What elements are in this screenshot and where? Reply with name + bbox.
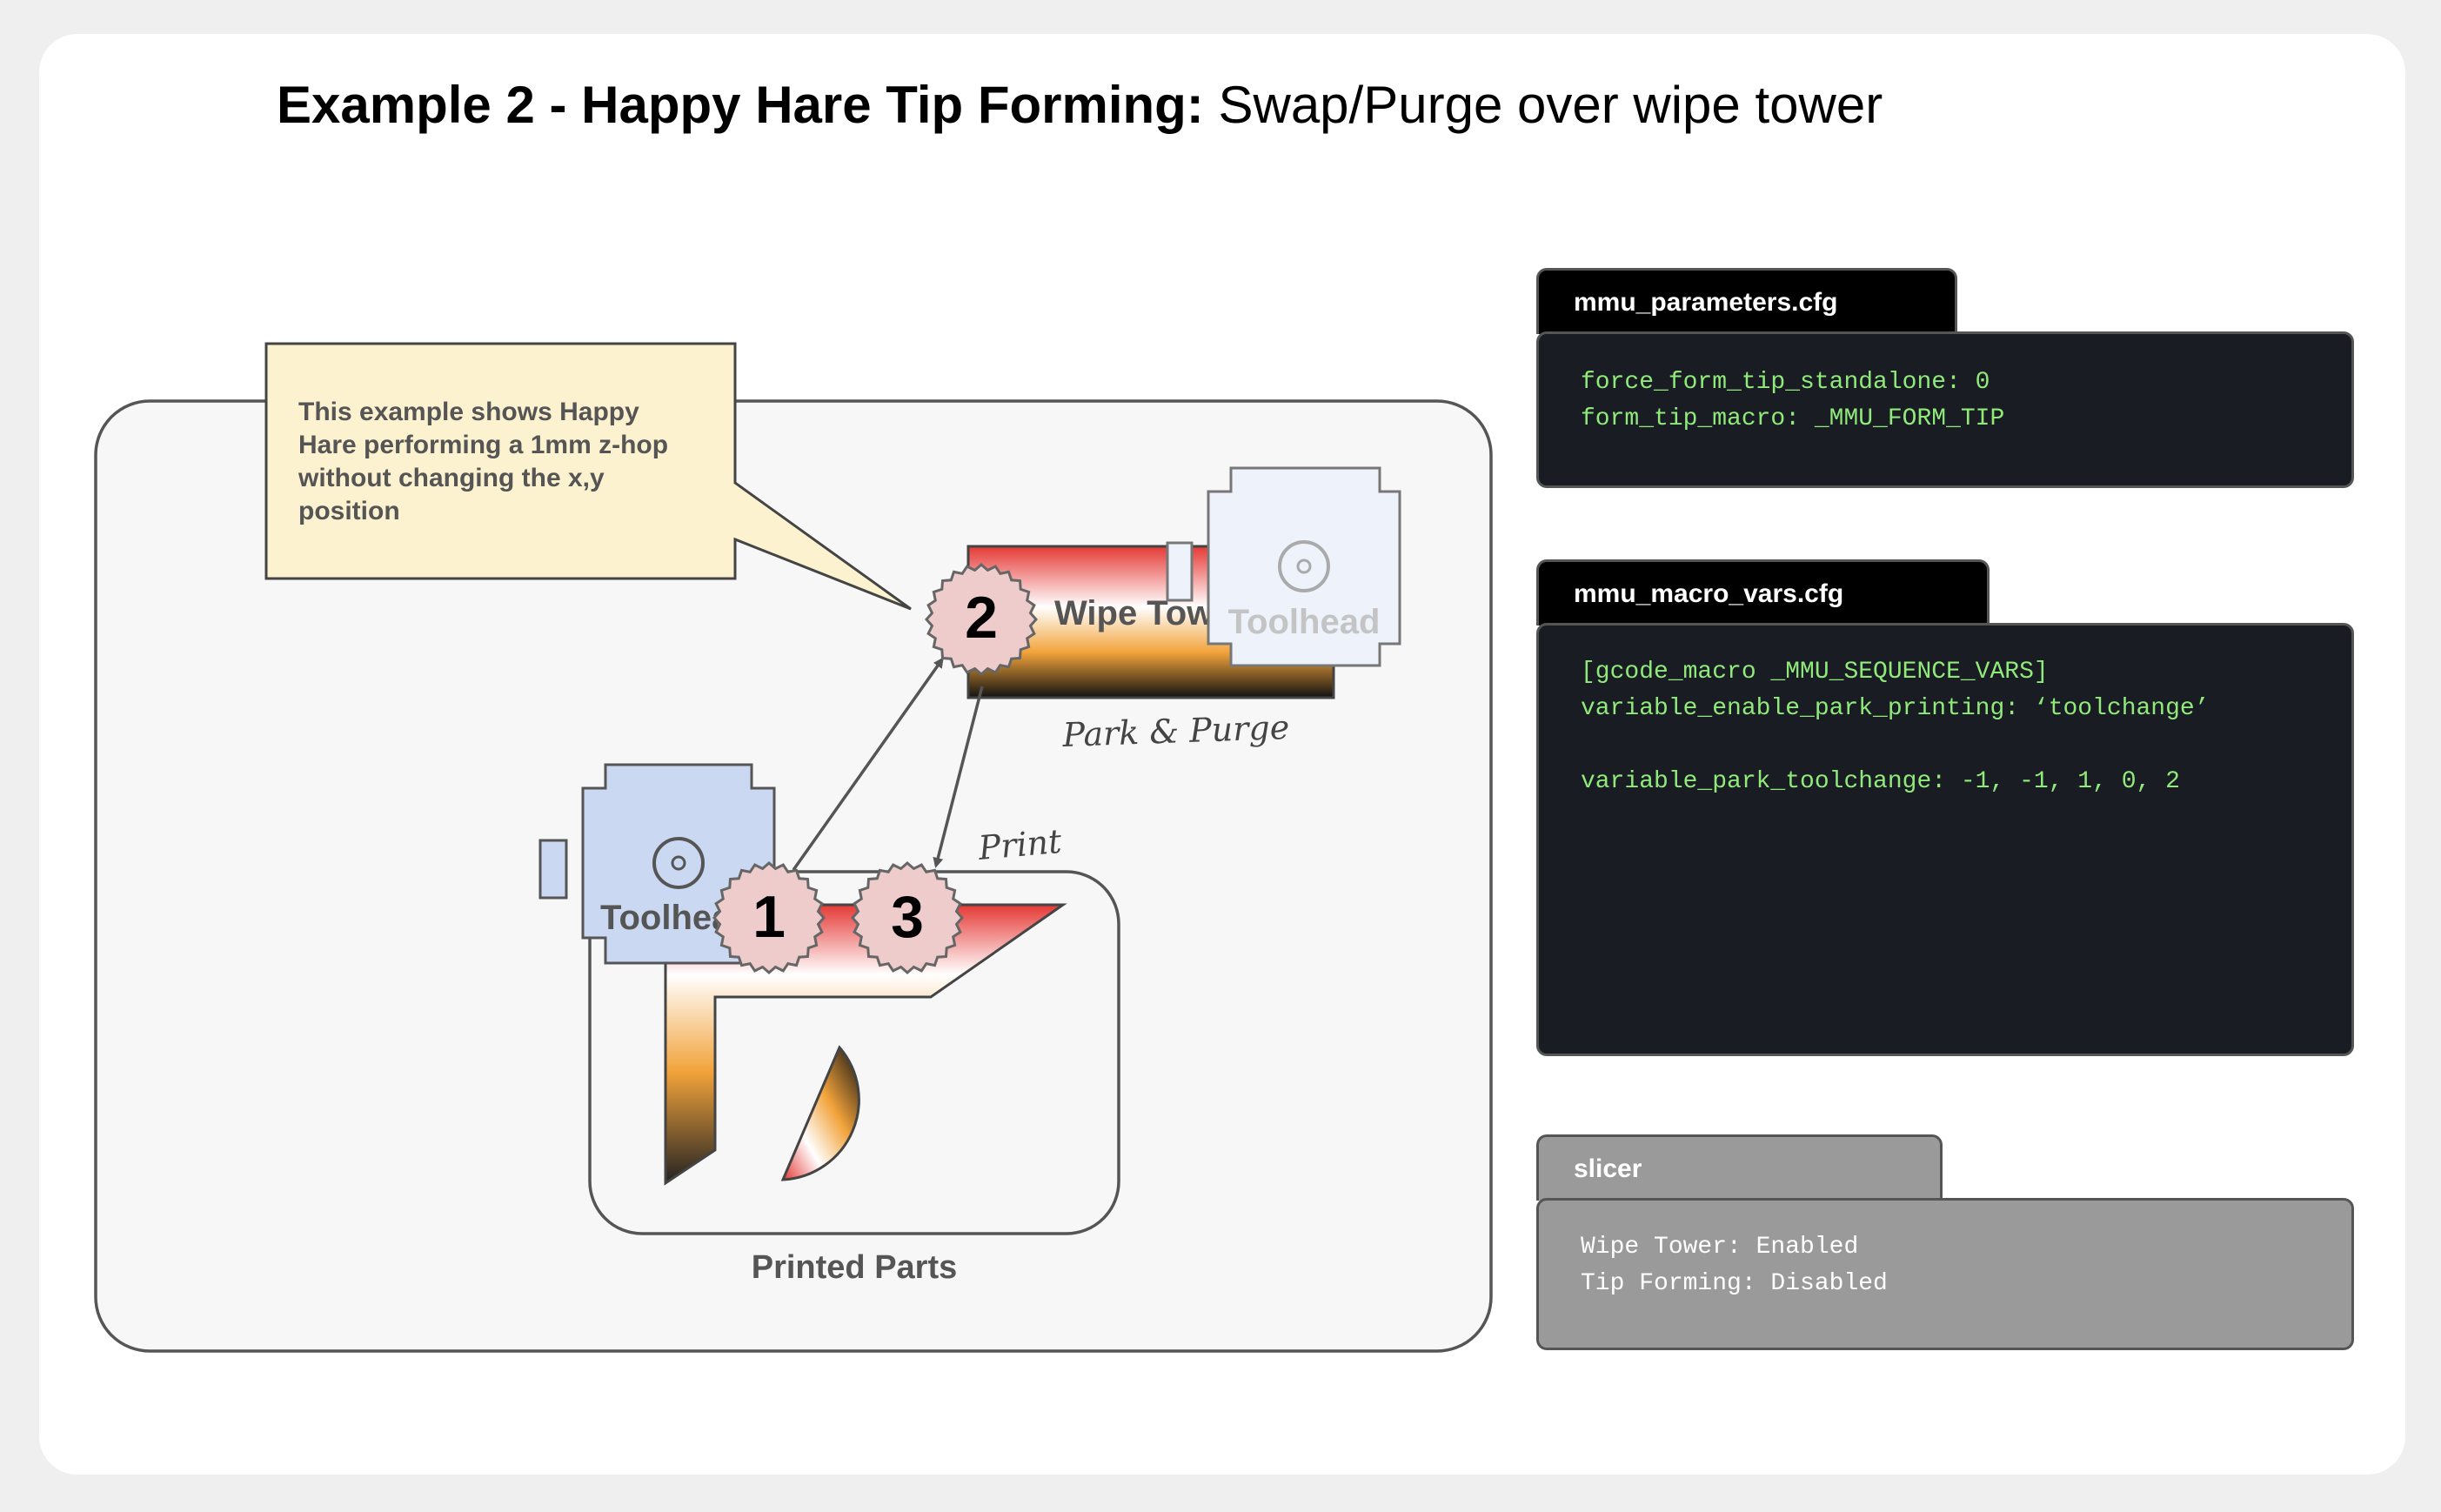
config-tab-mmu-macro-vars[interactable]: mmu_macro_vars.cfg (1536, 559, 1990, 626)
arrow-step-1-to-2 (792, 657, 944, 872)
arrow-step-2-to-3 (933, 686, 984, 868)
config-line: variable_park_toolchange: -1, -1, 1, 0, … (1581, 768, 2180, 795)
printed-parts-label: Printed Parts (752, 1249, 958, 1286)
step-2-number: 2 (965, 585, 998, 651)
title-rest: Swap/Purge over wipe tower (1203, 76, 1883, 134)
toolhead-ghost-label: Toolhead (1228, 603, 1381, 641)
config-line: force_form_tip_standalone: 0 (1581, 369, 1990, 396)
printed-part-semicircle (780, 1045, 860, 1181)
config-body-slicer: Wipe Tower: Enabled Tip Forming: Disable… (1536, 1198, 2354, 1350)
title-bold: Example 2 - Happy Hare Tip Forming: (277, 76, 1204, 134)
config-body-mmu-parameters: force_form_tip_standalone: 0 form_tip_ma… (1536, 331, 2354, 488)
printed-part-l-shape (664, 903, 1067, 1186)
config-line: Tip Forming: Disabled (1581, 1270, 1888, 1297)
print-label: Print (976, 822, 1064, 867)
step-badge-3: 3 (851, 861, 964, 974)
toolhead-nozzle-icon (652, 837, 705, 889)
config-line: [gcode_macro _MMU_SEQUENCE_VARS] (1581, 659, 2049, 686)
step-1-number: 1 (752, 884, 786, 950)
config-line: Wipe Tower: Enabled (1581, 1234, 1859, 1261)
config-line: variable_enable_park_printing: ‘toolchan… (1581, 695, 2210, 722)
config-line: form_tip_macro: _MMU_FORM_TIP (1581, 405, 2005, 432)
page-title: Example 2 - Happy Hare Tip Forming: Swap… (277, 75, 1883, 135)
config-tab-slicer[interactable]: slicer (1536, 1134, 1943, 1201)
config-body-mmu-macro-vars: [gcode_macro _MMU_SEQUENCE_VARS] variabl… (1536, 623, 2354, 1056)
config-tab-mmu-parameters[interactable]: mmu_parameters.cfg (1536, 268, 1957, 334)
toolhead-ghost: Toolhead (1166, 466, 1401, 667)
step-badge-2: 2 (925, 563, 1038, 676)
callout-text: This example shows Happy Hare performing… (298, 398, 675, 525)
step-badge-1: 1 (712, 861, 826, 974)
callout-note (264, 342, 912, 611)
step-3-number: 3 (891, 884, 924, 950)
park-purge-label: Park & Purge (1061, 708, 1290, 754)
toolhead-ghost-nozzle-icon (1278, 540, 1330, 592)
